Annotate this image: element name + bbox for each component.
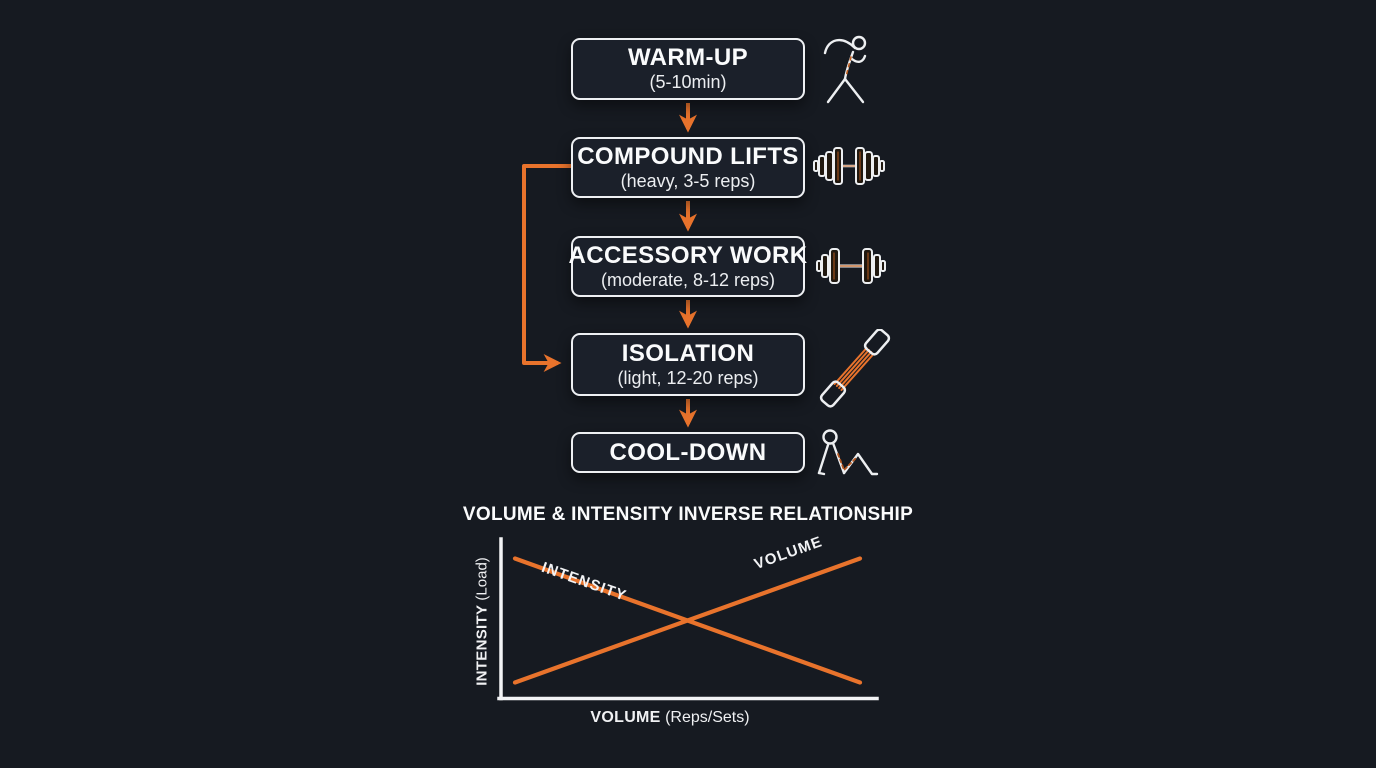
resistance-band-icon xyxy=(818,328,892,414)
barbell-icon xyxy=(810,142,888,195)
y-axis-label: INTENSITY (Load) xyxy=(474,541,491,703)
relationship-chart-svg xyxy=(497,537,879,701)
flow-node-warm-up: WARM-UP (5-10min) xyxy=(571,38,805,100)
node-title: COOL-DOWN xyxy=(609,438,767,466)
x-axis-label: VOLUME (Reps/Sets) xyxy=(455,709,885,727)
x-axis-label-primary: VOLUME xyxy=(590,709,661,726)
node-subtitle: (moderate, 8-12 reps) xyxy=(600,269,776,290)
x-axis-label-secondary: (Reps/Sets) xyxy=(660,709,750,726)
intensity-volume-chart: INTENSITY VOLUME INTENSITY (Load) VOLUME… xyxy=(455,533,885,733)
flow-node-compound-lifts: COMPOUND LIFTS (heavy, 3-5 reps) xyxy=(571,137,805,198)
node-title: ISOLATION xyxy=(621,339,755,367)
node-subtitle: (5-10min) xyxy=(649,72,727,92)
y-axis-label-primary: INTENSITY xyxy=(473,604,491,686)
y-axis-label-secondary: (Load) xyxy=(473,557,491,605)
dumbbell-icon xyxy=(813,242,889,295)
node-title: COMPOUND LIFTS xyxy=(577,142,799,170)
arrow-compound-bypass-to-isolation xyxy=(522,164,571,372)
node-subtitle: (heavy, 3-5 reps) xyxy=(620,170,756,191)
flow-node-cool-down: COOL-DOWN xyxy=(571,432,805,473)
flow-node-accessory-work: ACCESSORY WORK (moderate, 8-12 reps) xyxy=(568,236,808,297)
chart-title: VOLUME & INTENSITY INVERSE RELATIONSHIP xyxy=(462,504,914,525)
node-title: ACCESSORY WORK xyxy=(568,241,808,269)
flow-node-isolation: ISOLATION (light, 12-20 reps) xyxy=(571,333,805,396)
node-subtitle: (light, 12-20 reps) xyxy=(617,367,759,388)
volume-line xyxy=(512,556,863,685)
stretching-person-icon xyxy=(812,31,884,112)
seated-stretch-icon xyxy=(814,428,884,485)
node-title: WARM-UP xyxy=(627,44,749,71)
